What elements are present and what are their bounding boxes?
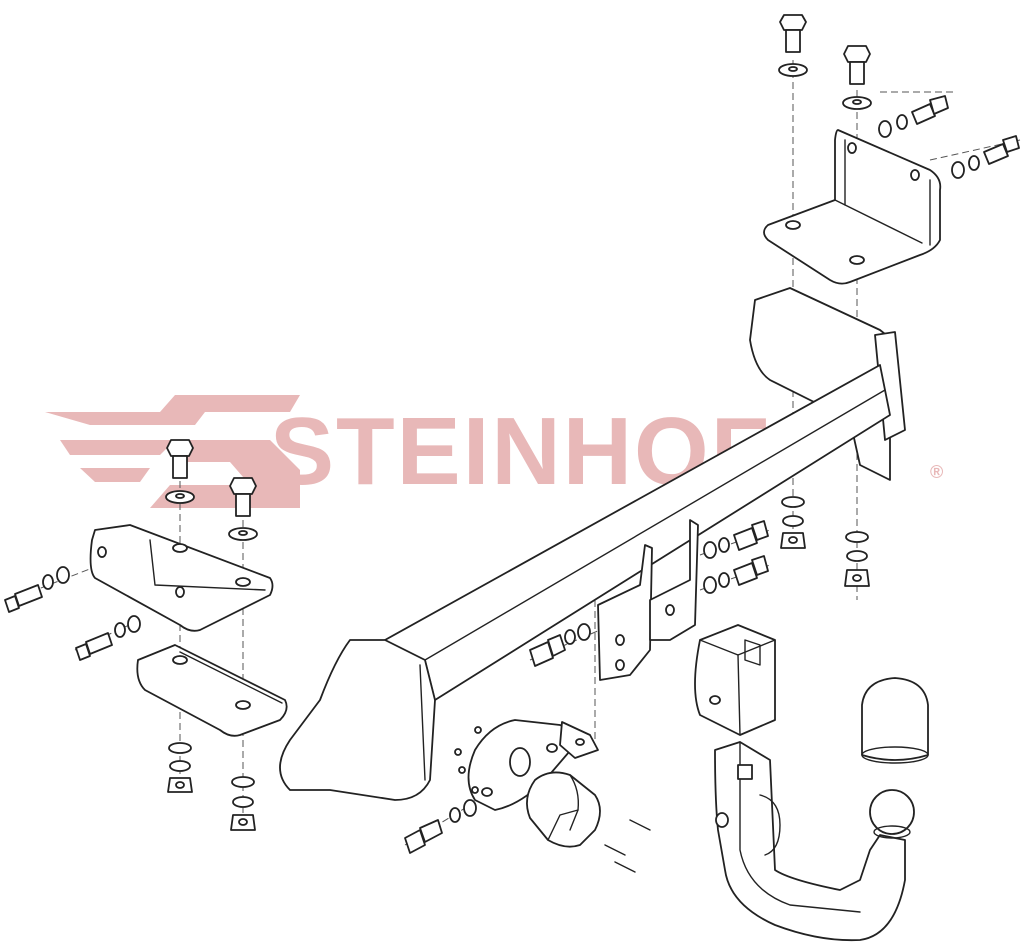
right-nut-stack-1 [780,496,806,549]
left-mounting-bracket-upper [89,524,274,632]
left-mounting-bracket-lower [136,644,288,737]
center-bolt-left [529,623,591,667]
tow-ball-neck [714,741,906,942]
left-nut-stack-1 [167,742,193,793]
watermark-registered-mark: ® [930,462,943,482]
right-mounting-bracket [763,129,942,285]
right-nut-stack-2 [844,531,870,587]
top-bolt-1 [778,14,808,77]
center-bolt-right [703,520,769,594]
coupling-block [694,624,776,736]
left-nut-stack-2 [230,776,256,831]
left-side-bolt-1 [4,566,70,613]
tow-ball [869,789,915,839]
left-side-bolt-2 [75,615,141,661]
electrical-socket [404,771,651,873]
center-mount-flanges [597,519,699,681]
socket-bracket [454,719,599,811]
top-bolt-2 [842,45,872,110]
tow-ball-cover [861,677,929,764]
side-bolt-upper-1 [878,95,949,138]
left-bolt-1 [165,439,195,504]
left-bolt-2 [228,477,258,541]
main-crossbar [279,287,906,801]
side-bolt-upper-2 [951,135,1020,179]
